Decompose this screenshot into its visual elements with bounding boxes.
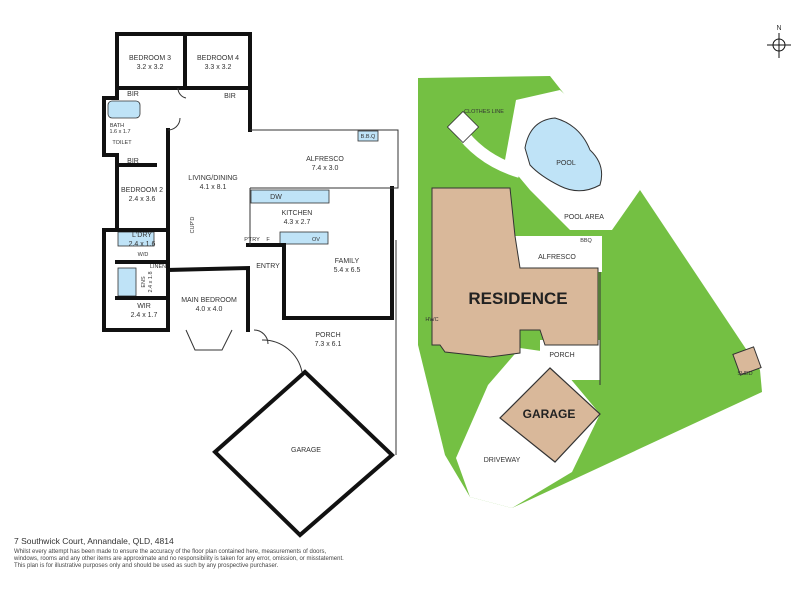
corridor-door-arc — [167, 117, 181, 131]
alfresco-outline — [250, 129, 399, 189]
dw-label: DW — [270, 194, 282, 201]
ensuite-shower — [117, 267, 137, 297]
wall-north — [115, 32, 252, 132]
garage-walls — [212, 369, 395, 538]
kitchen-label: KITCHEN — [282, 210, 313, 217]
shed — [732, 346, 762, 376]
address: 7 Southwick Court, Annandale, QLD, 4814 — [14, 536, 174, 546]
ldry-label: L'DRY — [132, 232, 152, 239]
wir-dims: 2.4 x 1.7 — [131, 312, 158, 319]
bath-label: BATH — [110, 123, 124, 129]
ptry-label: P'TRY — [244, 237, 260, 243]
garage-label: GARAGE — [291, 447, 321, 454]
pool-area-label: POOL AREA — [564, 214, 604, 221]
pool-label: POOL — [556, 160, 576, 167]
oven-label: OV — [312, 237, 320, 243]
north-arrow: N — [767, 25, 791, 58]
cupd-label: CUP'D — [190, 217, 196, 234]
bir-label: BIR — [127, 91, 139, 98]
main-bedroom-bay-window — [185, 329, 233, 351]
site-porch-label: PORCH — [549, 352, 574, 359]
porch-dims: 7.3 x 6.1 — [315, 341, 342, 348]
bedroom3-door-arc — [177, 87, 187, 99]
garage-door-arc — [261, 339, 303, 373]
alfresco-label: ALFRESCO — [306, 156, 344, 163]
entry-door-arc — [253, 329, 269, 345]
living-label: LIVING/DINING — [188, 175, 237, 182]
site-alfresco-label: ALFRESCO — [538, 254, 576, 261]
bbq-label: B.B.Q — [361, 134, 376, 140]
bedroom2-dims: 2.4 x 3.6 — [129, 196, 156, 203]
entry-label: ENTRY — [256, 263, 280, 270]
disclaimer-line: This plan is for illustrative purposes o… — [14, 563, 279, 569]
floor-plan: BEDROOM 3 3.2 x 3.2 BEDROOM 4 3.3 x 3.2 … — [102, 32, 399, 538]
porch-label: PORCH — [315, 332, 340, 339]
clothes-line-label: CLOTHES LINE — [464, 109, 504, 115]
kitchen-bench — [250, 189, 330, 204]
wall-family-east — [282, 186, 394, 320]
bedroom2-label: BEDROOM 2 — [121, 187, 163, 194]
site-garage — [499, 367, 601, 463]
bir-label: BIR — [127, 158, 139, 165]
bedroom4-label: BEDROOM 4 — [197, 55, 239, 62]
family-label: FAMILY — [335, 258, 360, 265]
alfresco-dims: 7.4 x 3.0 — [312, 165, 339, 172]
family-dims: 5.4 x 6.5 — [334, 267, 361, 274]
main-bedroom-dims: 4.0 x 4.0 — [196, 306, 223, 313]
shed-label: SHED — [737, 371, 752, 377]
bedroom4-dims: 3.3 x 3.2 — [205, 64, 232, 71]
kitchen-dims: 4.3 x 2.7 — [284, 219, 311, 226]
linen-label: LINEN — [150, 264, 166, 270]
residence-label: RESIDENCE — [468, 289, 567, 308]
bedroom3-label: BEDROOM 3 — [129, 55, 171, 62]
clothes-line — [446, 110, 480, 144]
alfresco-paving — [512, 236, 602, 272]
wir-label: WIR — [137, 303, 151, 310]
site-plan: CLOTHES LINE POOL POOL AREA ALFRESCO BBQ… — [418, 76, 762, 508]
bath-dims: 1.6 x 1.7 — [109, 129, 130, 135]
disclaimer-line: windows, rooms and any other items are a… — [14, 556, 344, 562]
driveway-label: DRIVEWAY — [484, 457, 521, 464]
ens-label: ENS — [141, 276, 147, 288]
residence-footprint — [431, 187, 599, 358]
site-garage-label: GARAGE — [523, 407, 576, 421]
hwc-label: HWC — [425, 317, 438, 323]
ens-dims: 2.4 x 1.8 — [148, 271, 154, 292]
plan-footer: 7 Southwick Court, Annandale, QLD, 4814 … — [14, 536, 574, 570]
bbq-box — [357, 130, 379, 142]
disclaimer-line: Whilst every attempt has been made to en… — [14, 549, 327, 555]
wd-label: W/D — [138, 252, 149, 258]
main-bedroom-label: MAIN BEDROOM — [181, 297, 237, 304]
kitchen-island — [279, 231, 329, 245]
pool-shape — [524, 117, 603, 192]
ldry-dims: 2.4 x 1.6 — [129, 241, 156, 248]
living-dims: 4.1 x 8.1 — [200, 184, 227, 191]
north-label: N — [776, 25, 781, 32]
bir-label: BIR — [224, 93, 236, 100]
bath-tub — [107, 100, 141, 119]
site-bbq-label: BBQ — [580, 238, 592, 244]
toilet-label: TOILET — [112, 140, 132, 146]
bedroom3-dims: 3.2 x 3.2 — [137, 64, 164, 71]
fridge-label: F — [266, 237, 270, 243]
